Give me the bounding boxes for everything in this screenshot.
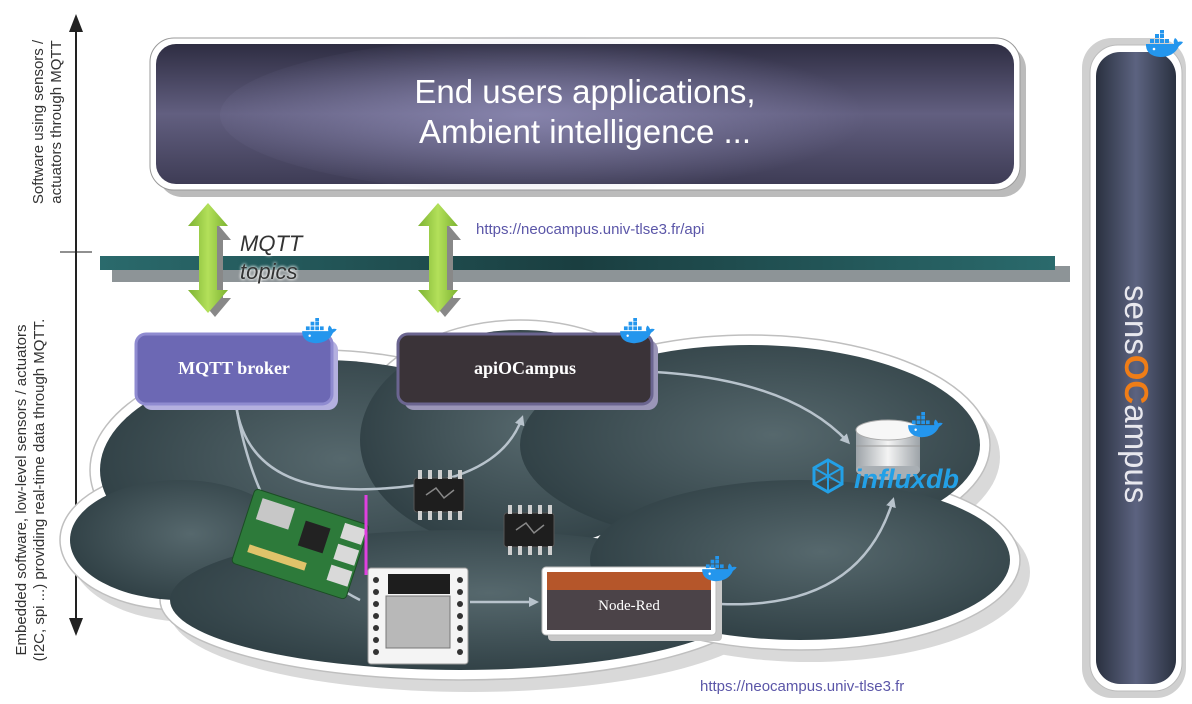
mqtt-topics-label: MQTT topics [240, 230, 302, 286]
esp-module-icon [367, 567, 469, 665]
end-users-title: End users applications, Ambient intellig… [156, 72, 1014, 152]
api-ocampus-label: apiOCampus [473, 358, 577, 378]
mqtt-broker-label: MQTT broker [178, 358, 290, 378]
chip-icon [413, 470, 465, 520]
mqtt-broker-box [134, 332, 338, 410]
influxdb-logo-icon [812, 458, 844, 494]
mqtt-bus [100, 256, 1070, 282]
brand-wordmark: sensOCampus [1116, 285, 1156, 503]
node-red-box [541, 566, 722, 641]
upper-axis-label-line1: Software using sensors / [30, 39, 47, 205]
chip-icon [503, 505, 555, 555]
mqtt-topics-line1: MQTT [240, 231, 303, 256]
lower-axis-label: Embedded software, low-level sensors / a… [13, 280, 53, 700]
lower-axis-label-line1: Embedded software, low-level sensors / a… [13, 324, 30, 656]
lower-axis-label-line2: (I2C, spi ...) providing real-time data … [31, 318, 48, 662]
sensocampus-sidebar [1082, 38, 1186, 698]
end-users-title-line1: End users applications, [414, 73, 756, 110]
api-ocampus-box [396, 332, 658, 410]
end-users-title-line2: Ambient intelligence ... [418, 113, 751, 150]
database-icon [855, 419, 921, 480]
mqtt-topics-line2: topics [240, 259, 298, 284]
brand-suffix: ampus [1118, 404, 1155, 504]
footer-url[interactable]: https://neocampus.univ-tlse3.fr [700, 678, 905, 695]
api-url[interactable]: https://neocampus.univ-tlse3.fr/api [476, 221, 705, 238]
brand-accent: OC [1118, 354, 1155, 405]
influxdb-label: influxdb [854, 464, 959, 494]
upper-axis-label: Software using sensors / actuators throu… [30, 12, 70, 232]
upper-axis-label-line2: actuators through MQTT [48, 40, 65, 204]
node-red-label: Node-Red [598, 598, 660, 614]
mqtt-double-arrow [188, 203, 231, 317]
brand-prefix: sens [1118, 285, 1155, 355]
api-double-arrow [418, 203, 461, 317]
end-users-box [149, 35, 1026, 197]
raspberry-pi-icon [231, 488, 369, 600]
